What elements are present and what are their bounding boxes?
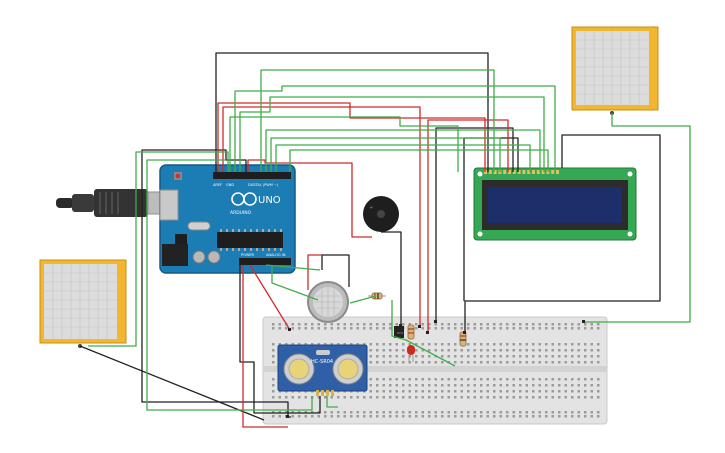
arduino-logo-text: ARDUINO [230, 210, 252, 216]
ultrasonic-crystal-icon [316, 350, 330, 355]
right-panel-grid [576, 31, 649, 105]
voltage-regulator-icon [175, 234, 187, 244]
breadboard-center-channel [263, 366, 607, 372]
resistor-2[interactable] [407, 324, 415, 340]
arduino-model-text: UNO [258, 195, 281, 206]
wire-black[interactable] [321, 254, 350, 287]
wire-green[interactable] [271, 265, 319, 301]
wire-green[interactable] [265, 264, 321, 271]
wire-red[interactable] [307, 254, 322, 290]
lcd-screen [488, 187, 622, 223]
wire-green[interactable] [289, 149, 549, 172]
wire-green[interactable] [88, 151, 229, 347]
wire-endpoints [286, 320, 585, 418]
digital-header[interactable] [213, 172, 291, 179]
wire-red[interactable] [247, 159, 372, 238]
piezo-buzzer[interactable]: + [363, 196, 399, 232]
ultrasonic-sensor[interactable]: HC-SR04 [277, 344, 368, 396]
capacitor-icon [192, 250, 206, 264]
resistor-1[interactable] [368, 292, 386, 300]
wire-black[interactable] [215, 52, 489, 172]
power-jack-icon [162, 244, 188, 266]
wire-green[interactable] [349, 295, 377, 304]
wire-red[interactable] [222, 106, 421, 327]
usb-cable-end [56, 198, 74, 208]
wire-green[interactable] [234, 85, 556, 172]
left-panel-module[interactable] [39, 259, 127, 348]
led-body-icon[interactable] [407, 345, 415, 355]
lcd-display-module[interactable] [473, 167, 637, 241]
right-panel-module[interactable] [571, 26, 659, 115]
wire-black[interactable] [79, 345, 265, 421]
left-panel-grid [44, 264, 117, 339]
aref-label: AREF [213, 183, 222, 187]
wire-green[interactable] [326, 396, 338, 408]
wire-red[interactable] [249, 264, 291, 331]
wire-green[interactable] [146, 159, 313, 411]
gnd-label: GND [226, 183, 234, 187]
resistor-body-icon[interactable] [407, 324, 415, 340]
wire-green[interactable] [275, 144, 531, 172]
wire-green[interactable] [239, 96, 545, 172]
usb-cable[interactable] [56, 189, 167, 217]
transistor[interactable]: NPN [394, 326, 404, 338]
wire-black[interactable] [141, 149, 291, 418]
wire-black[interactable] [381, 231, 402, 326]
capacitor-icon [207, 250, 221, 264]
wire-green[interactable] [265, 129, 541, 172]
resistor-body-icon[interactable] [459, 331, 467, 347]
wire-green[interactable] [270, 137, 501, 172]
gas-sensor[interactable] [307, 281, 349, 323]
usb-plug-housing [94, 189, 148, 217]
digital-label: DIGITAL (PWM ~) [248, 183, 279, 187]
power-label: POWER [241, 253, 255, 257]
wire-green[interactable] [584, 113, 691, 323]
svg-text:NPN: NPN [397, 331, 403, 335]
power-analog-header[interactable] [239, 258, 291, 265]
wires[interactable] [79, 52, 691, 428]
transistor-body-icon[interactable] [394, 326, 404, 338]
wire-red[interactable] [217, 102, 486, 172]
wire-green[interactable] [229, 116, 459, 172]
wire-green[interactable] [260, 69, 495, 172]
analog-label: ANALOG IN [266, 253, 286, 257]
resistor-3[interactable] [459, 331, 467, 347]
usb-port-icon [159, 189, 179, 221]
usb-cable-boot [72, 194, 94, 212]
wire-red[interactable] [427, 119, 509, 333]
wire-green[interactable] [391, 300, 456, 367]
atmega-chip-icon [217, 232, 283, 248]
wire-red[interactable] [242, 265, 288, 428]
ultrasonic-model-text: HC-SR04 [311, 359, 333, 365]
breadboard[interactable] [262, 316, 608, 425]
led[interactable] [407, 345, 415, 362]
wire-black[interactable] [239, 265, 321, 414]
crystal-icon [187, 221, 211, 231]
wire-black[interactable] [464, 134, 661, 333]
arduino-uno-board[interactable]: ARDUINO UNO DIGITAL (PWM ~) AREF GND POW… [159, 164, 296, 274]
reset-button-cap-icon [175, 173, 181, 179]
svg-text:+: + [369, 205, 373, 211]
